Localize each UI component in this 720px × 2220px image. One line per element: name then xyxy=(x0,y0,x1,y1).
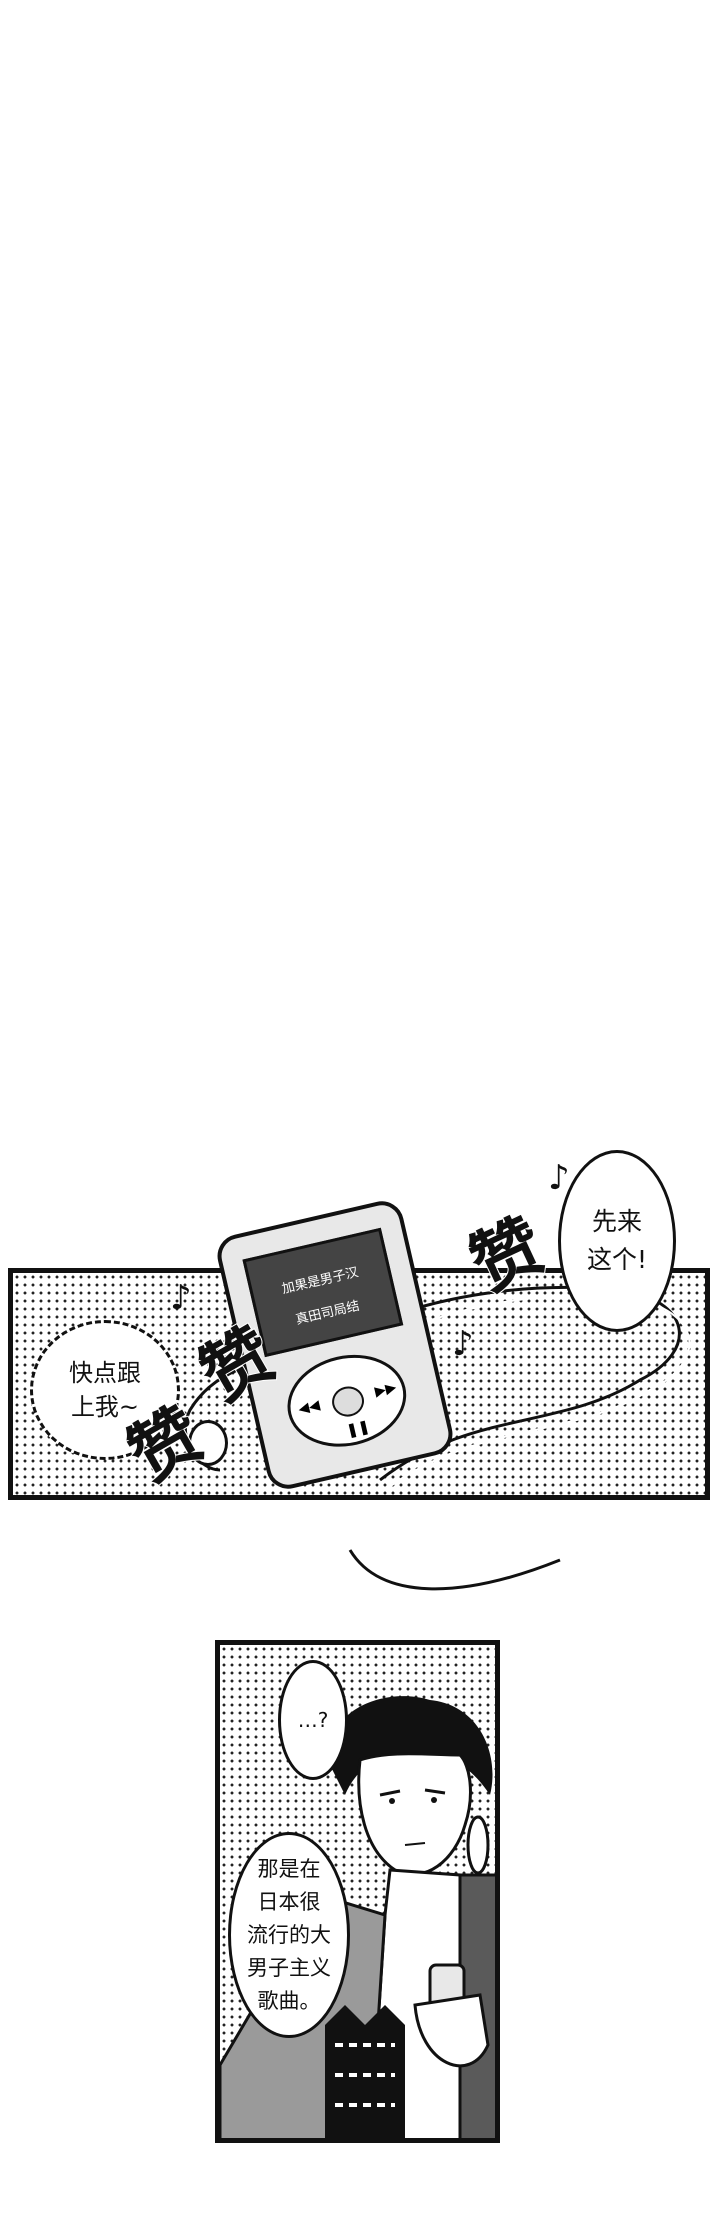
speech-bubble-hurry: 快点跟 上我~ xyxy=(30,1320,180,1460)
speech-text-first: 先来 这个! xyxy=(586,1207,648,1274)
thought-text: …? xyxy=(297,1708,329,1732)
forward-icon: ▶▶ xyxy=(373,1379,398,1400)
music-note-icon: ♪ xyxy=(170,1278,192,1318)
player-screen: 加果是男子汉 真田司局结 xyxy=(242,1227,404,1358)
rewind-icon: ◀◀ xyxy=(296,1397,322,1418)
play-pause-icon: ❚❚ xyxy=(344,1418,372,1440)
earbud xyxy=(188,1420,228,1466)
speech-bubble-first: 先来 这个! xyxy=(558,1150,676,1332)
music-note-icon: ♪ xyxy=(452,1324,474,1364)
speech-text-hurry: 快点跟 上我~ xyxy=(69,1359,141,1421)
thought-bubble: …? xyxy=(278,1660,348,1780)
click-wheel: ◀◀ ▶▶ ❚❚ xyxy=(278,1343,416,1459)
center-button xyxy=(329,1383,368,1420)
speech-bubble-song: 那是在 日本很 流行的大 男子主义 歌曲。 xyxy=(228,1832,350,2038)
music-note-icon: ♪ xyxy=(548,1158,570,1198)
speech-text-song: 那是在 日本很 流行的大 男子主义 歌曲。 xyxy=(247,1856,331,2013)
